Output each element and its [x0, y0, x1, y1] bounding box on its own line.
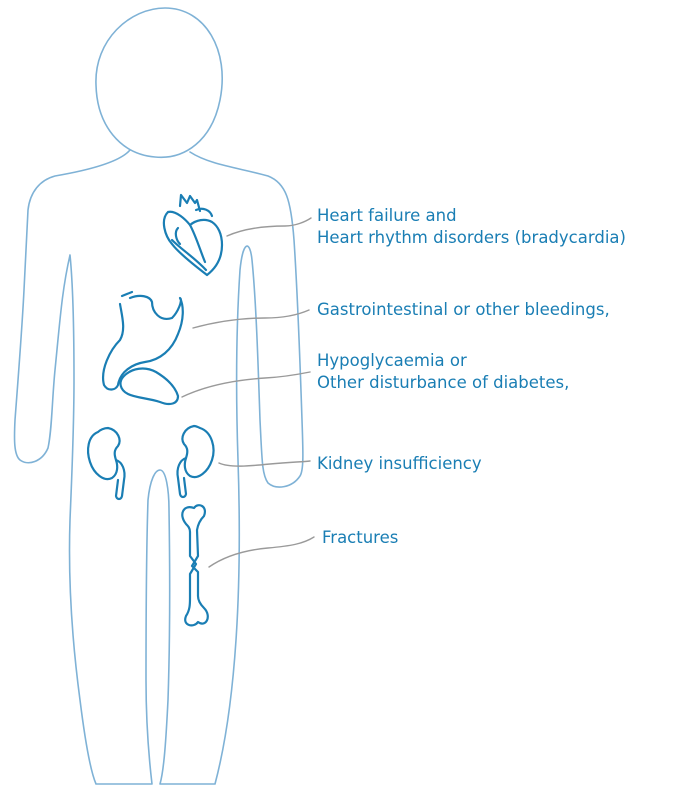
label-gastrointestinal: Gastrointestinal or other bleedings,: [317, 299, 610, 321]
label-hypoglycaemia: Hypoglycaemia or Other disturbance of di…: [317, 350, 569, 394]
leader-fractures: [209, 537, 314, 567]
body-outline-icon: [15, 8, 303, 784]
label-gi-line1: Gastrointestinal or other bleedings,: [317, 299, 610, 321]
label-hypo-line2: Other disturbance of diabetes,: [317, 372, 569, 394]
leader-hypo: [182, 372, 310, 397]
kidney-left-icon: [88, 428, 124, 499]
leader-kidney: [219, 461, 310, 466]
label-heart-failure: Heart failure and Heart rhythm disorders…: [317, 205, 626, 249]
label-heart-line1: Heart failure and: [317, 205, 626, 227]
label-heart-line2: Heart rhythm disorders (bradycardia): [317, 227, 626, 249]
label-hypo-line1: Hypoglycaemia or: [317, 350, 569, 372]
label-fractures-line1: Fractures: [322, 527, 398, 549]
bone-icon: [182, 505, 207, 625]
label-kidney-insufficiency: Kidney insufficiency: [317, 453, 482, 475]
heart-icon: [164, 195, 222, 275]
leader-heart: [227, 218, 311, 236]
kidney-right-icon: [177, 426, 213, 497]
stomach-icon: [103, 292, 183, 404]
body-silhouette: [15, 150, 303, 784]
label-kidney-line1: Kidney insufficiency: [317, 453, 482, 475]
head-outline: [96, 8, 222, 157]
label-fractures: Fractures: [322, 527, 398, 549]
leader-gi: [193, 310, 309, 328]
